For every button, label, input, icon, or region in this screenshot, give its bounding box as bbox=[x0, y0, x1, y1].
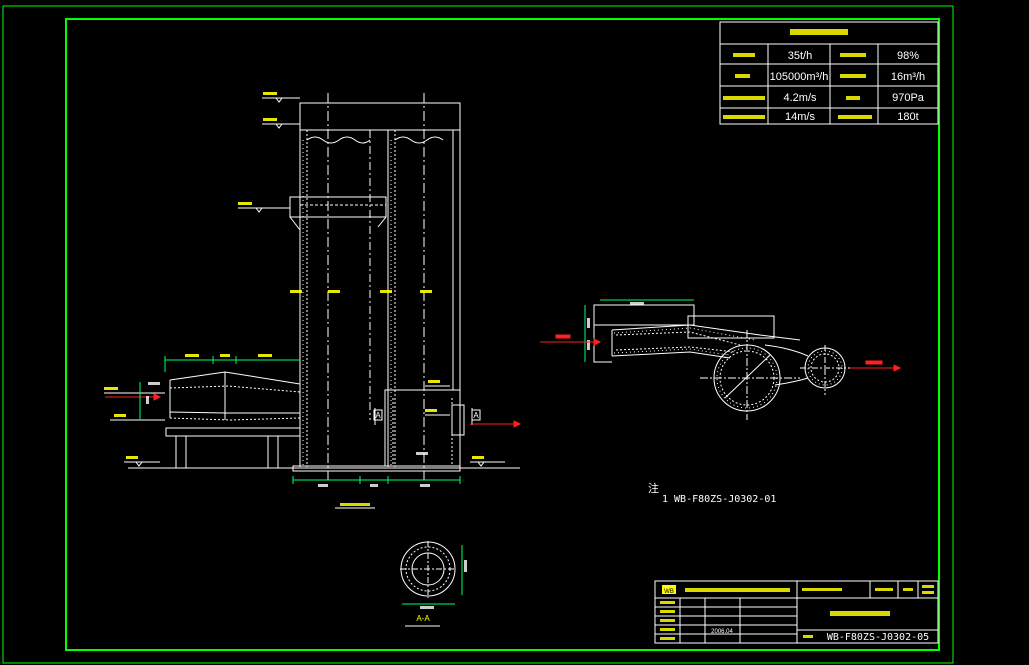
title-block-logo: WB bbox=[664, 589, 674, 595]
drawing-number: WB-F80ZS-J0302-05 bbox=[827, 632, 929, 643]
section-a-a-label: A-A bbox=[416, 614, 430, 623]
table-value-r1c1: 35t/h bbox=[788, 50, 812, 62]
title-block-logo-box bbox=[662, 585, 676, 594]
table-values: 35t/h 98% 105000m³/h 16m³/h 4.2m/s 970Pa… bbox=[770, 50, 925, 123]
notes-marker: 注 bbox=[648, 481, 659, 495]
outer-border bbox=[2, 5, 954, 664]
table-row-label-glyphs bbox=[723, 53, 872, 119]
section-a-a-dim-glyphs bbox=[420, 560, 467, 609]
flow-arrows-plan bbox=[540, 334, 902, 372]
table-value-r4c2: 180t bbox=[897, 111, 918, 123]
section-a-a-view bbox=[400, 541, 463, 627]
table-value-r2c2: 16m³/h bbox=[891, 71, 925, 83]
table-title-glyphs bbox=[790, 29, 848, 35]
table-value-r3c2: 970Pa bbox=[892, 92, 925, 104]
elevation-title-glyphs bbox=[340, 503, 370, 506]
plan-view bbox=[584, 299, 850, 420]
title-block bbox=[654, 580, 939, 644]
inner-border bbox=[65, 18, 940, 651]
note-item-1: 1 WB-F80ZS-J0302-01 bbox=[662, 494, 776, 505]
table-value-r4c1: 14m/s bbox=[785, 111, 815, 123]
notes-block: 注 1 WB-F80ZS-J0302-01 bbox=[648, 481, 776, 505]
parameter-table bbox=[719, 21, 939, 125]
title-block-company-glyphs bbox=[660, 585, 934, 640]
svg-text:A: A bbox=[375, 411, 381, 420]
level-markers bbox=[104, 97, 505, 467]
section-mark-left: A bbox=[373, 409, 383, 421]
table-value-r1c2: 98% bbox=[897, 50, 919, 62]
elevation-view bbox=[128, 93, 520, 480]
plan-view-hatch bbox=[613, 327, 843, 409]
section-mark-right: A bbox=[471, 409, 481, 421]
elevation-dimensions bbox=[139, 356, 461, 484]
title-block-date: 2006.04 bbox=[711, 629, 733, 635]
plan-dim-glyphs bbox=[587, 302, 644, 350]
svg-text:A: A bbox=[473, 411, 479, 420]
flow-arrows-elevation bbox=[105, 393, 522, 428]
drawing-number-label-glyph bbox=[803, 635, 813, 638]
table-value-r2c1: 105000m³/h bbox=[770, 71, 829, 83]
table-value-r3c1: 4.2m/s bbox=[783, 92, 817, 104]
dimension-value-glyphs bbox=[146, 382, 430, 487]
level-marker-labels bbox=[104, 92, 484, 459]
